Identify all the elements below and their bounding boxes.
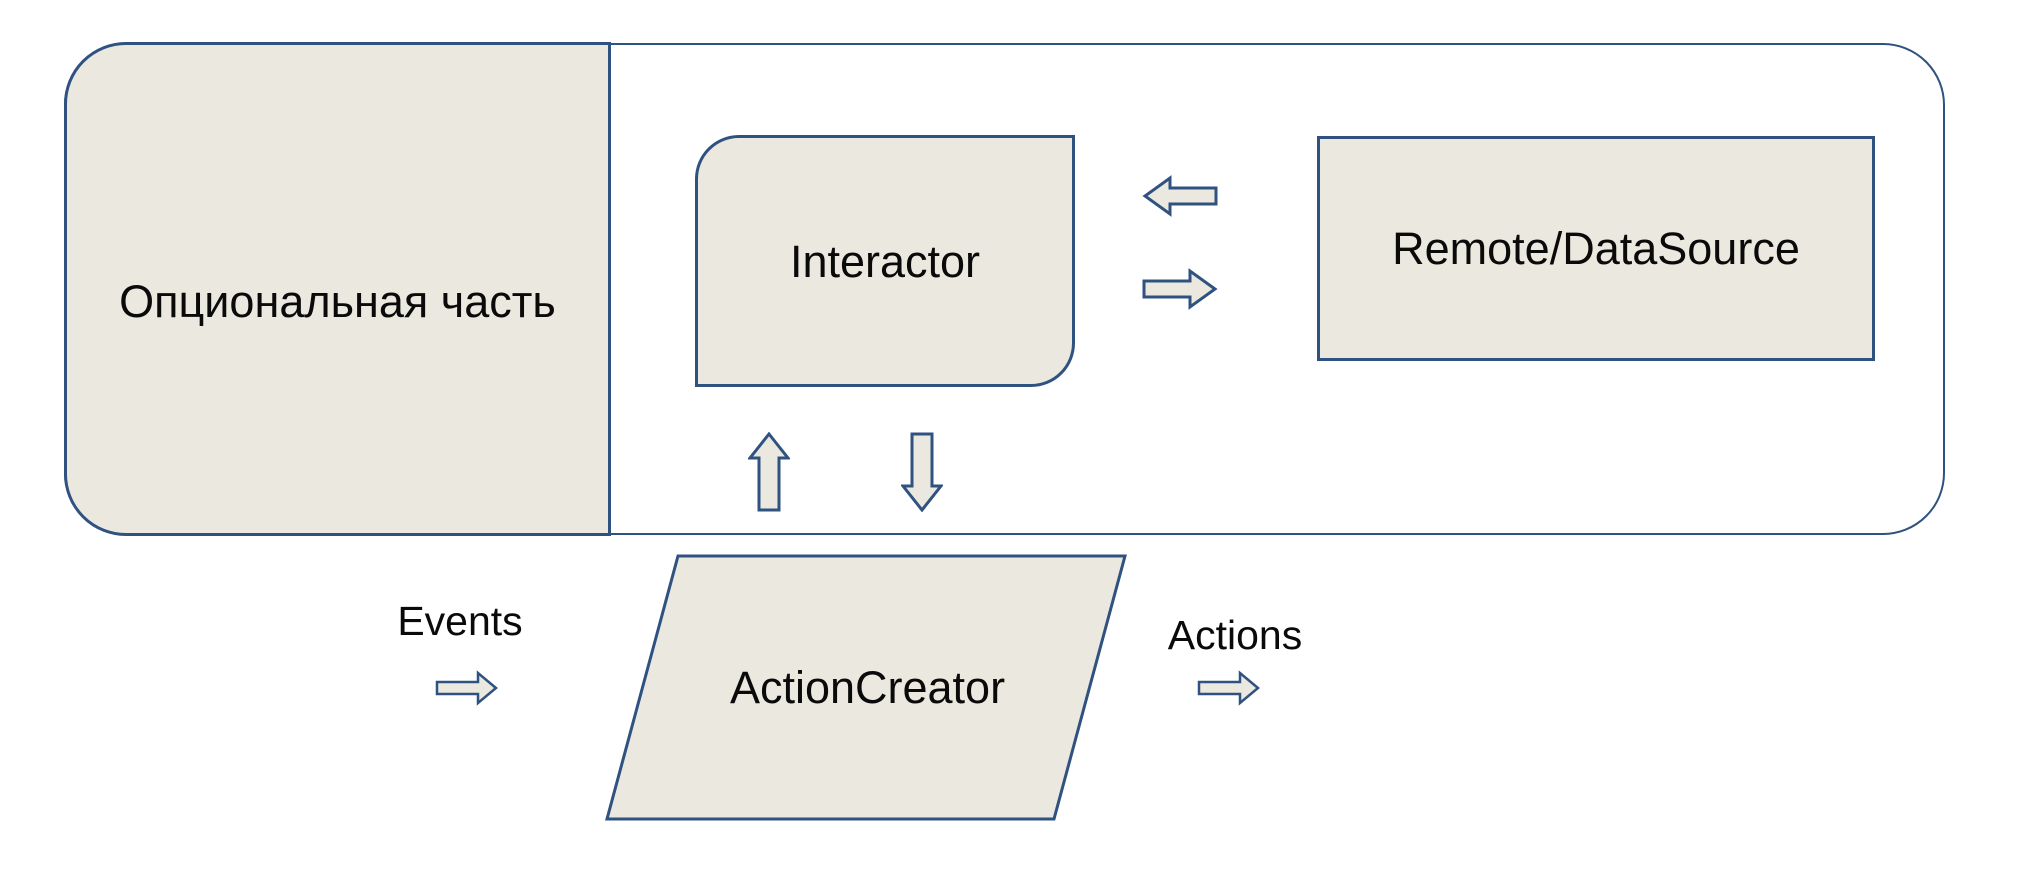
down-block-arrow-icon: [901, 432, 943, 512]
action-creator-label: ActionCreator: [729, 662, 1006, 713]
actions-label: Actions: [1167, 611, 1303, 658]
events-label: Events: [397, 597, 523, 644]
remote-datasource-label: Remote/DataSource: [1392, 223, 1800, 274]
events-right-arrow-icon: [435, 670, 498, 706]
interactor-label: Interactor: [789, 235, 981, 287]
actions-annotation: Actions: [1160, 612, 1310, 658]
interactor-node: Interactor: [695, 135, 1075, 387]
remote-datasource-node: Remote/DataSource: [1317, 136, 1875, 361]
optional-part-label: Опциональная часть: [119, 275, 556, 327]
optional-part-node: Опциональная часть: [64, 42, 611, 536]
events-annotation: Events: [380, 597, 540, 645]
action-creator-node: ActionCreator: [595, 545, 1140, 830]
action-creator-shape: [605, 554, 1127, 821]
right-block-arrow-icon: [1142, 268, 1218, 310]
left-block-arrow-icon: [1142, 175, 1218, 217]
actions-right-arrow-icon: [1197, 670, 1260, 706]
up-block-arrow-icon: [748, 432, 790, 512]
